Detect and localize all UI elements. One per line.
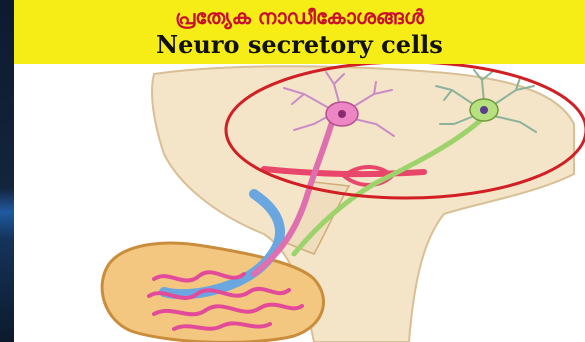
- left-video-strip: [0, 0, 14, 342]
- title-english: Neuro secretory cells: [14, 30, 585, 60]
- diagram-svg: [14, 64, 585, 342]
- neurosecretory-diagram: [14, 64, 585, 342]
- title-malayalam: പ്രത്യേക നാഡീകോശങ്ങൾ: [14, 4, 585, 30]
- title-banner: പ്രത്യേക നാഡീകോശങ്ങൾ Neuro secretory cel…: [14, 0, 585, 64]
